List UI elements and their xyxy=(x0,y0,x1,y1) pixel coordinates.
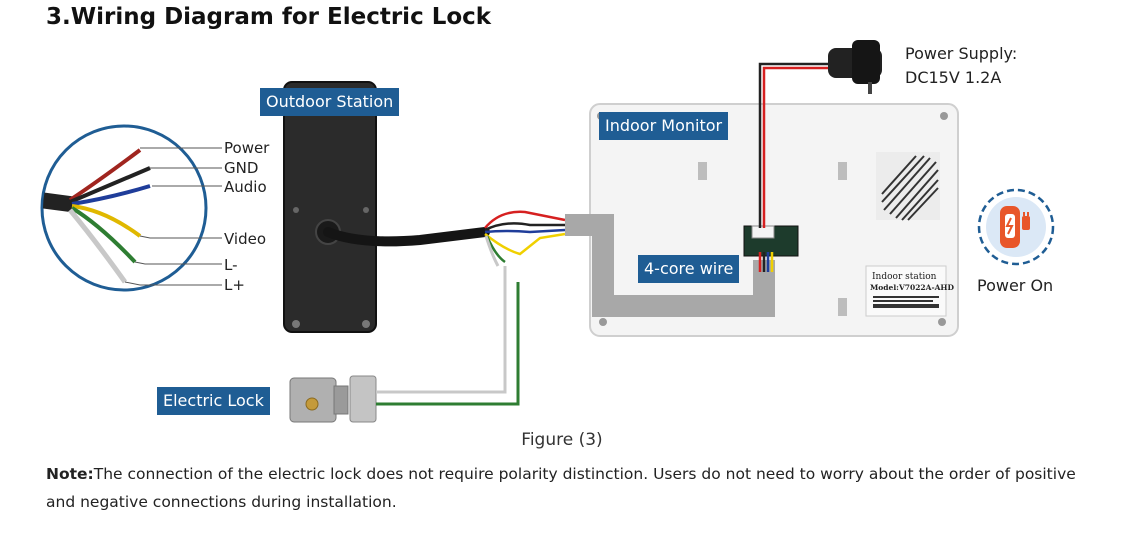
wiring-diagram: Indoor station Model:V7022A-AHD xyxy=(40,40,1055,423)
power-on-label: Power On xyxy=(977,276,1054,295)
outdoor-station-tag: Outdoor Station xyxy=(260,88,400,116)
monitor-model-line1: Indoor station xyxy=(872,272,937,282)
note-paragraph: Note:The connection of the electric lock… xyxy=(46,460,1086,516)
four-core-wire-conduit xyxy=(565,214,775,317)
power-plug-icon xyxy=(977,188,1055,266)
wire-magnifier xyxy=(40,124,222,292)
power-supply-label: Power Supply: DC15V 1.2A xyxy=(905,42,1017,90)
figure-caption: Figure (3) xyxy=(521,430,603,450)
wire-label-video: Video xyxy=(224,230,267,248)
wire-label-power: Power xyxy=(224,139,270,157)
outdoor-station-device xyxy=(283,81,377,333)
page-title: 3.Wiring Diagram for Electric Lock xyxy=(46,4,492,30)
wire-label-l-plus: L+ xyxy=(224,276,245,294)
wire-label-gnd: GND xyxy=(224,159,259,177)
power-supply-wires xyxy=(758,62,830,228)
monitor-model-line2: Model:V7022A-AHD xyxy=(870,283,954,292)
power-adapter-icon xyxy=(828,40,882,94)
indoor-monitor-tag: Indoor Monitor xyxy=(599,112,729,140)
note-text: The connection of the electric lock does… xyxy=(46,465,1076,511)
power-supply-spec: DC15V 1.2A xyxy=(905,68,1002,87)
note-label: Note: xyxy=(46,465,94,483)
wire-label-l-minus: L- xyxy=(224,256,238,274)
electric-lock-tag: Electric Lock xyxy=(157,387,270,415)
four-core-wire-tag: 4-core wire xyxy=(638,255,740,283)
electric-lock-device xyxy=(289,375,377,423)
split-wires xyxy=(484,210,566,267)
power-supply-title: Power Supply: xyxy=(905,44,1018,63)
wire-label-audio: Audio xyxy=(224,178,267,196)
